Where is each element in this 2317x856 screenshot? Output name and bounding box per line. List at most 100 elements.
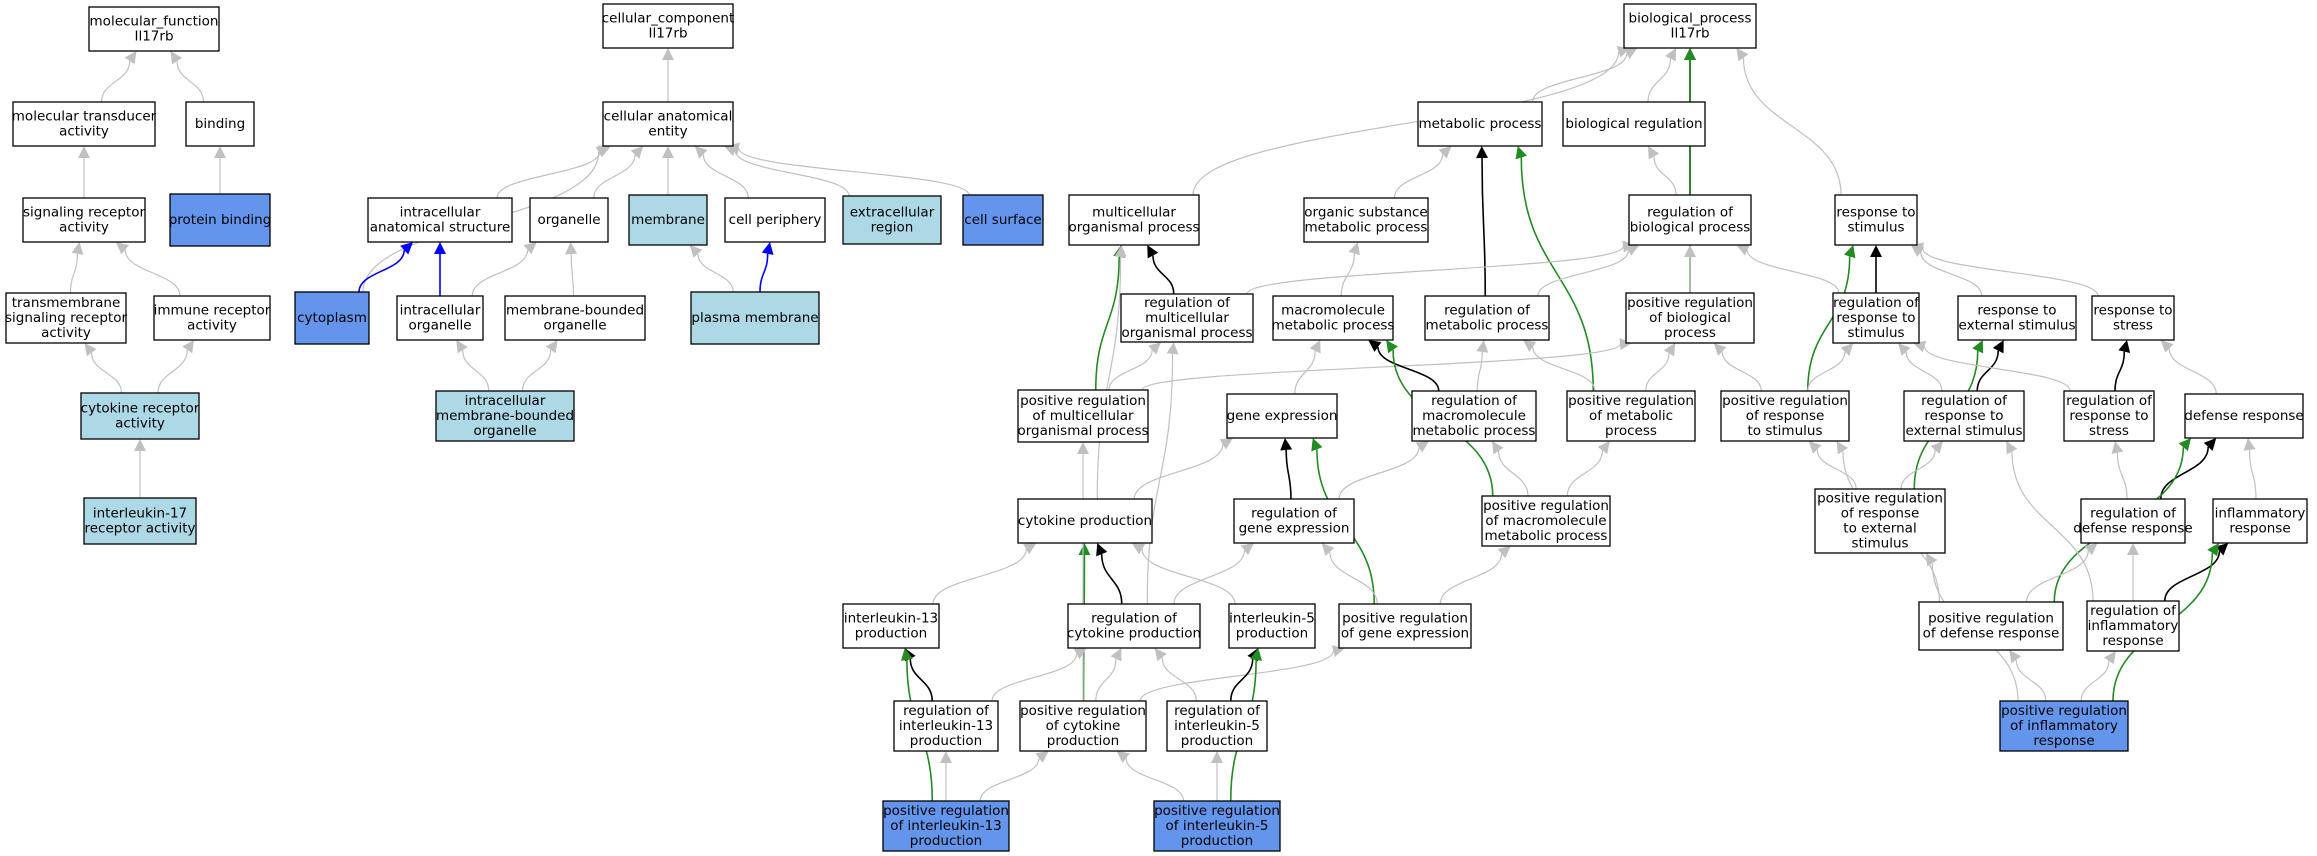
node-box: [1233, 498, 1355, 544]
edge-er-to-cae: [724, 144, 850, 197]
edge-line: [1192, 51, 1620, 196]
edge-line: [2011, 451, 2094, 602]
arrowhead-icon: [1321, 543, 1335, 556]
node-label: gene expression: [1239, 521, 1350, 537]
node-binding[interactable]: binding: [185, 101, 255, 147]
node-label: regulation of: [1144, 295, 1231, 311]
edge-rcp-to-cyp: [1096, 543, 1123, 605]
arrowhead-icon: [694, 146, 708, 159]
node-ge[interactable]: gene expression: [1226, 393, 1338, 439]
node-label: Il17rb: [648, 26, 687, 42]
arrowhead-icon: [170, 51, 183, 65]
arrowhead-icon: [1035, 751, 1049, 763]
node-metp[interactable]: metabolic process: [1417, 101, 1543, 147]
node-membrane[interactable]: membrane: [628, 194, 708, 246]
node-pb[interactable]: protein binding: [169, 193, 272, 247]
node-label: metabolic process: [1413, 423, 1536, 439]
node-label: of macromolecule: [1485, 513, 1606, 529]
edge-rrts-to-rts: [1870, 245, 1882, 293]
node-label: regulation of: [1921, 393, 2008, 409]
edge-line: [702, 154, 749, 199]
arrowhead-icon: [1348, 242, 1360, 256]
node-cyto[interactable]: cytoplasm: [294, 291, 370, 345]
edge-rmmp-to-mmp: [1368, 340, 1440, 392]
arrowhead-icon: [1476, 146, 1489, 159]
edge-line: [1905, 351, 1943, 392]
edge-prrts-to-rts: [1806, 245, 1856, 392]
node-label: biological regulation: [1565, 116, 1702, 132]
node-dr[interactable]: defense response: [2184, 393, 2304, 439]
edge-prrts-to-prbp: [1713, 343, 1762, 392]
node-breg[interactable]: biological regulation: [1562, 101, 1706, 147]
node-label: regulation of: [903, 703, 990, 719]
node-box: [294, 291, 370, 345]
edge-prmmp-to-prmp: [1566, 441, 1610, 497]
arrowhead-icon: [1110, 648, 1122, 662]
edge-line: [1141, 549, 1236, 605]
node-label: interleukin-5: [1174, 718, 1260, 734]
node-label: organelle: [473, 423, 536, 439]
edge-prdr-to-rdr: [2025, 543, 2098, 603]
arrowhead-icon: [1808, 441, 1822, 454]
node-label: binding: [195, 116, 245, 132]
node-label: signaling receptor: [23, 205, 146, 221]
node-cs[interactable]: cell surface: [962, 194, 1044, 246]
node-pm[interactable]: plasma membrane: [690, 291, 820, 345]
node-organelle[interactable]: organelle: [529, 197, 609, 243]
edge-cyp-to-mop: [1096, 245, 1127, 500]
edge-line: [759, 253, 769, 293]
node-cp[interactable]: cell periphery: [724, 197, 826, 243]
node-cyp[interactable]: cytokine production: [1017, 498, 1153, 544]
node-label: response to: [1977, 303, 2056, 319]
